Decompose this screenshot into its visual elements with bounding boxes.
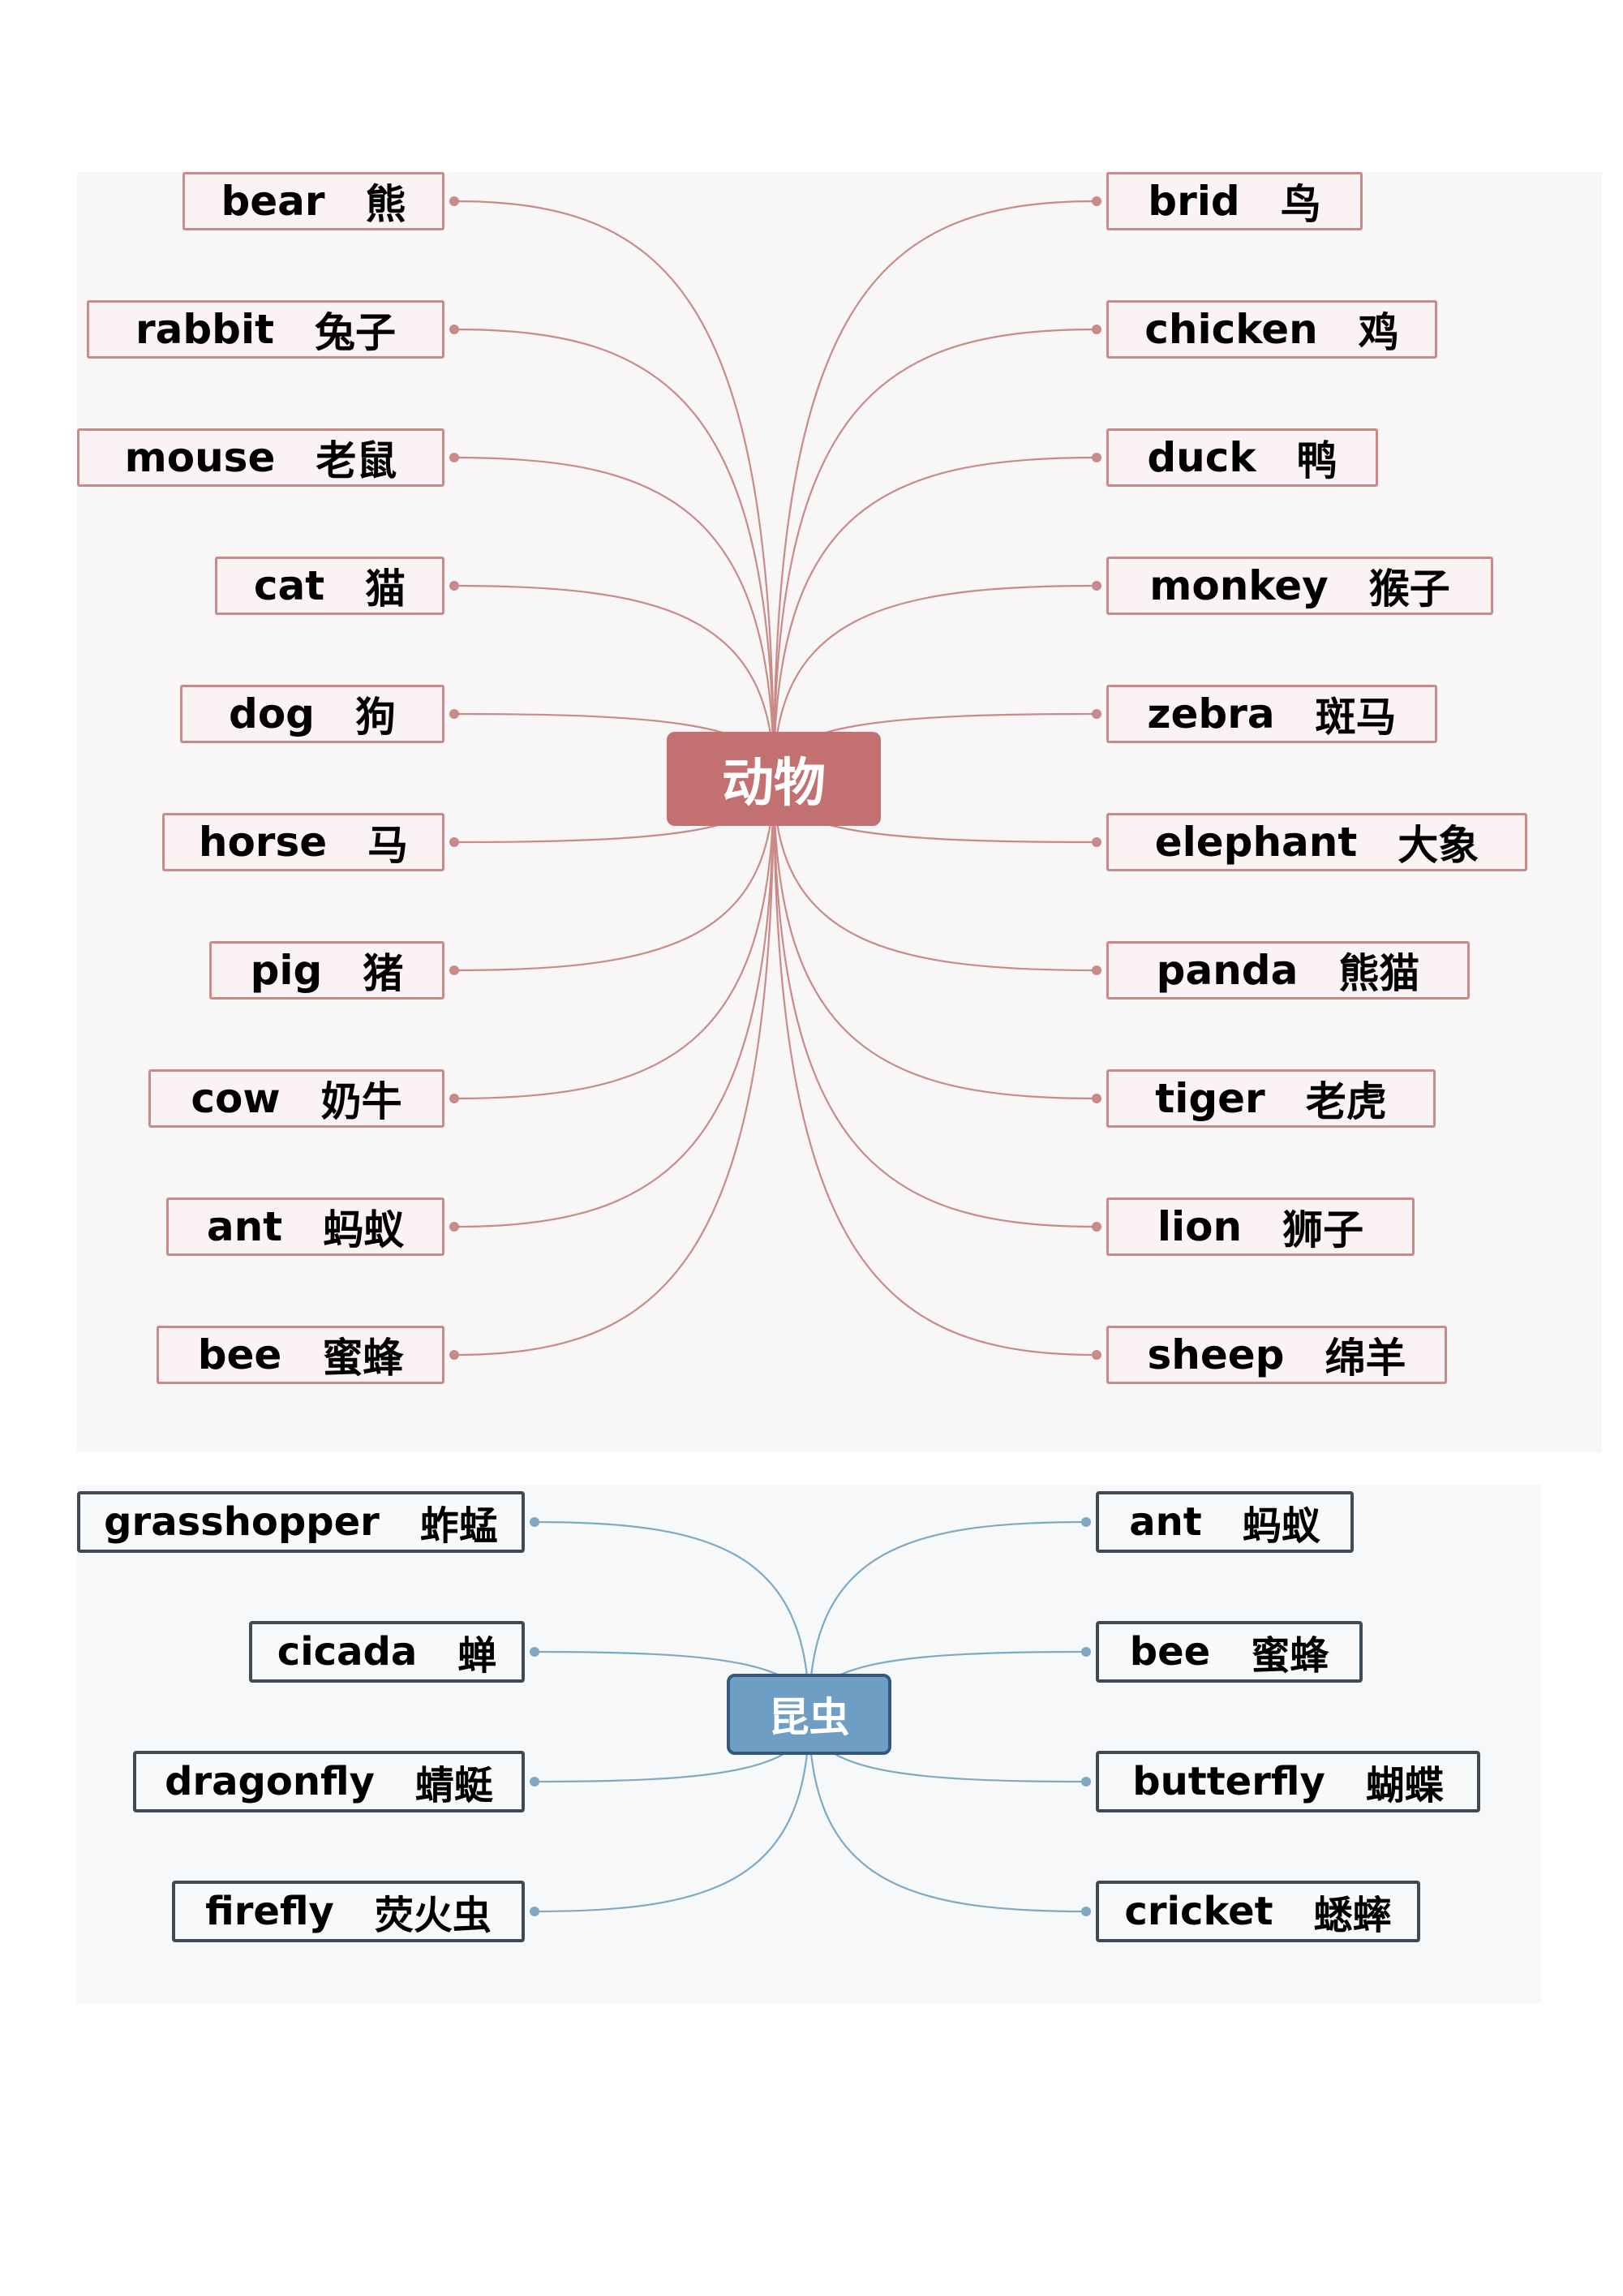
animal-connector-left-3 <box>453 456 775 780</box>
insect-connector-dot-left-4 <box>530 1907 539 1916</box>
animal-connector-dot-right-7 <box>1092 965 1101 975</box>
animal-connector-left-10 <box>453 778 775 1357</box>
animal-connector-right-9 <box>772 778 1097 1228</box>
insect-connector-right-4 <box>808 1713 1087 1913</box>
insect-connector-dot-right-4 <box>1081 1907 1091 1916</box>
insects-center-topic[interactable]: 昆虫 <box>727 1674 891 1755</box>
animal-connector-dot-left-10 <box>449 1350 459 1360</box>
animal-connector-dot-right-3 <box>1092 453 1101 462</box>
animal-connector-dot-left-4 <box>449 581 459 591</box>
animal-connector-left-2 <box>453 328 775 780</box>
animal-connector-right-8 <box>772 778 1097 1100</box>
animal-connector-left-1 <box>453 200 775 780</box>
animal-connector-right-7 <box>772 778 1097 972</box>
animal-connector-left-8 <box>453 778 775 1100</box>
animal-connector-dot-left-3 <box>449 453 459 462</box>
animal-connector-right-1 <box>772 200 1097 780</box>
animal-connector-dot-right-6 <box>1092 837 1101 847</box>
animals-center-topic[interactable]: 动物 <box>667 732 881 826</box>
animal-connector-dot-left-6 <box>449 837 459 847</box>
insect-connector-dot-right-1 <box>1081 1517 1091 1527</box>
animal-connector-dot-right-1 <box>1092 196 1101 206</box>
animal-connector-dot-right-2 <box>1092 325 1101 334</box>
animal-connector-dot-left-8 <box>449 1094 459 1103</box>
insect-connector-dot-left-1 <box>530 1517 539 1527</box>
animal-connector-left-7 <box>453 778 775 972</box>
animal-connector-dot-right-4 <box>1092 581 1101 591</box>
insect-connector-dot-left-3 <box>530 1777 539 1786</box>
animal-connector-dot-left-2 <box>449 325 459 334</box>
insect-connector-dot-right-3 <box>1081 1777 1091 1786</box>
insect-connector-dot-left-2 <box>530 1647 539 1657</box>
animal-connector-right-3 <box>772 456 1097 780</box>
animal-connector-dot-left-1 <box>449 196 459 206</box>
animal-connector-dot-right-5 <box>1092 709 1101 719</box>
insect-connector-left-4 <box>534 1713 810 1913</box>
animal-connector-right-10 <box>772 778 1097 1357</box>
animal-connector-dot-left-7 <box>449 965 459 975</box>
animal-connector-dot-right-10 <box>1092 1350 1101 1360</box>
insect-connector-right-1 <box>808 1520 1087 1715</box>
animal-connector-dot-right-9 <box>1092 1222 1101 1232</box>
animal-connector-right-2 <box>772 328 1097 780</box>
animal-connector-dot-left-9 <box>449 1222 459 1232</box>
animal-connector-dot-left-5 <box>449 709 459 719</box>
animal-connector-dot-right-8 <box>1092 1094 1101 1103</box>
insect-connector-left-1 <box>534 1520 810 1715</box>
animal-connector-right-4 <box>772 584 1097 780</box>
animal-connector-left-9 <box>453 778 775 1228</box>
insect-connector-dot-right-2 <box>1081 1647 1091 1657</box>
animal-connector-left-4 <box>453 584 775 780</box>
